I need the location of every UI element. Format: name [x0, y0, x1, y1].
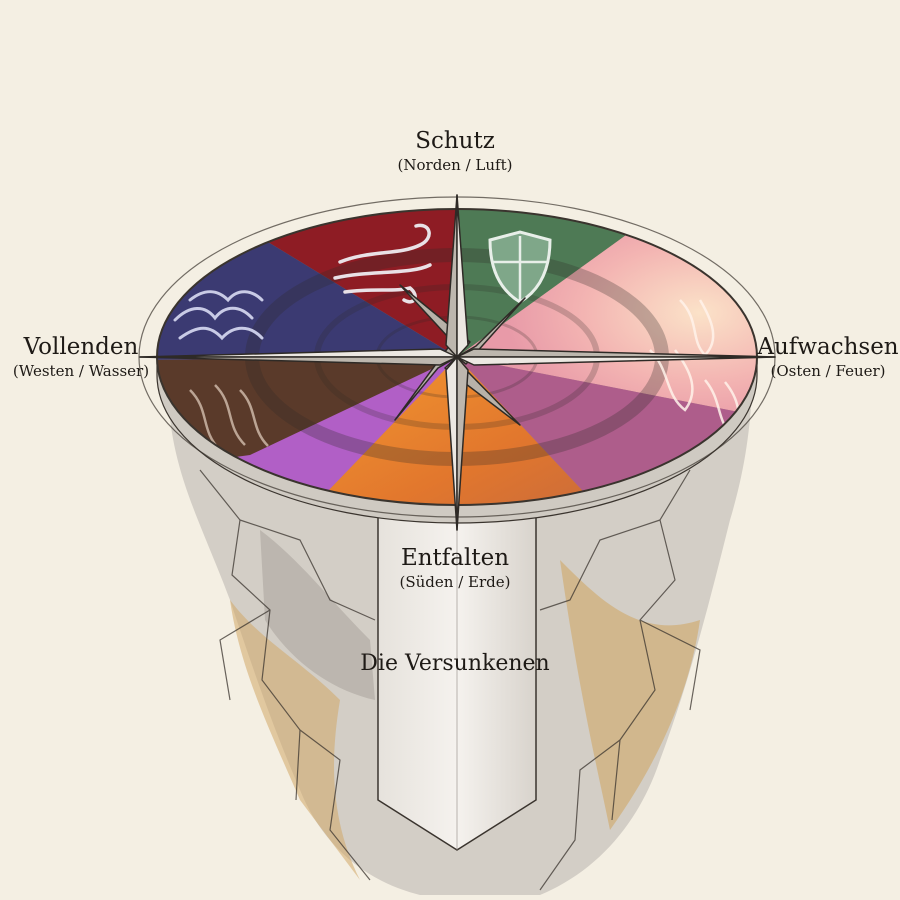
- north-subtitle: (Norden / Luft): [397, 156, 513, 174]
- west-subtitle: (Westen / Wasser): [12, 362, 150, 380]
- label-east: Aufwachsen (Osten / Feuer): [756, 334, 900, 381]
- wave-icon: [173, 290, 264, 341]
- sector-west-earth: [157, 357, 457, 470]
- label-west: Vollenden (Westen / Wasser): [0, 334, 162, 381]
- center-label: Die Versunkenen: [360, 651, 550, 676]
- sector-east-fire: [457, 225, 757, 420]
- south-title: Entfalten: [400, 545, 510, 571]
- east-subtitle: (Osten / Feuer): [770, 362, 886, 380]
- west-title: Vollenden: [23, 334, 139, 360]
- compass-star: [139, 194, 776, 531]
- sector-north-air: [240, 209, 457, 357]
- label-north: Schutz (Norden / Luft): [340, 128, 570, 175]
- shield-icon: [488, 230, 552, 304]
- east-title: Aufwachsen: [757, 334, 899, 360]
- label-south: Entfalten (Süden / Erde): [340, 545, 570, 592]
- wind-icon: [333, 223, 432, 304]
- north-title: Schutz: [415, 128, 495, 154]
- south-subtitle: (Süden / Erde): [399, 573, 511, 591]
